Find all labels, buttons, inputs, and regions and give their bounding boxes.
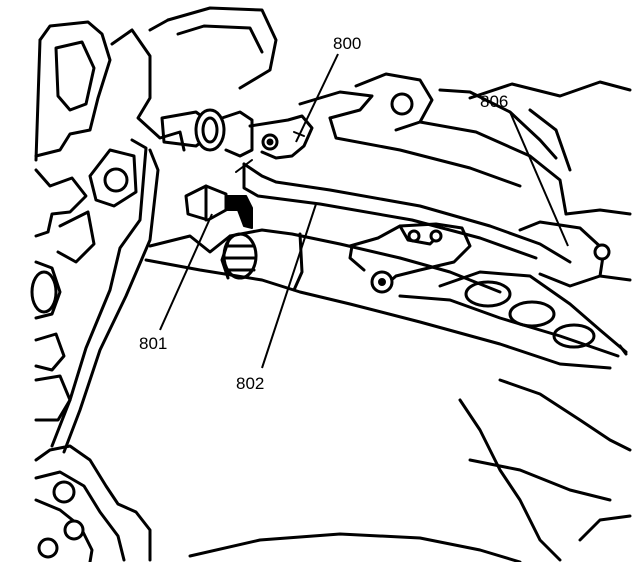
housing-casting xyxy=(30,6,278,562)
leader-801 xyxy=(159,213,213,331)
leader-800 xyxy=(295,53,339,143)
callout-800: 800 xyxy=(333,34,361,53)
leader-802 xyxy=(261,203,317,369)
leader-806 xyxy=(509,111,569,247)
callout-802: 802 xyxy=(236,374,264,393)
leader-lines xyxy=(159,53,569,369)
right-case xyxy=(188,80,632,562)
callout-801: 801 xyxy=(139,334,167,353)
pan-cavity xyxy=(144,228,612,370)
callout-806: 806 xyxy=(480,92,508,111)
retainer-clip xyxy=(184,159,253,229)
callout-labels: 800 801 802 806 xyxy=(139,34,508,393)
detent-lever xyxy=(348,222,628,358)
